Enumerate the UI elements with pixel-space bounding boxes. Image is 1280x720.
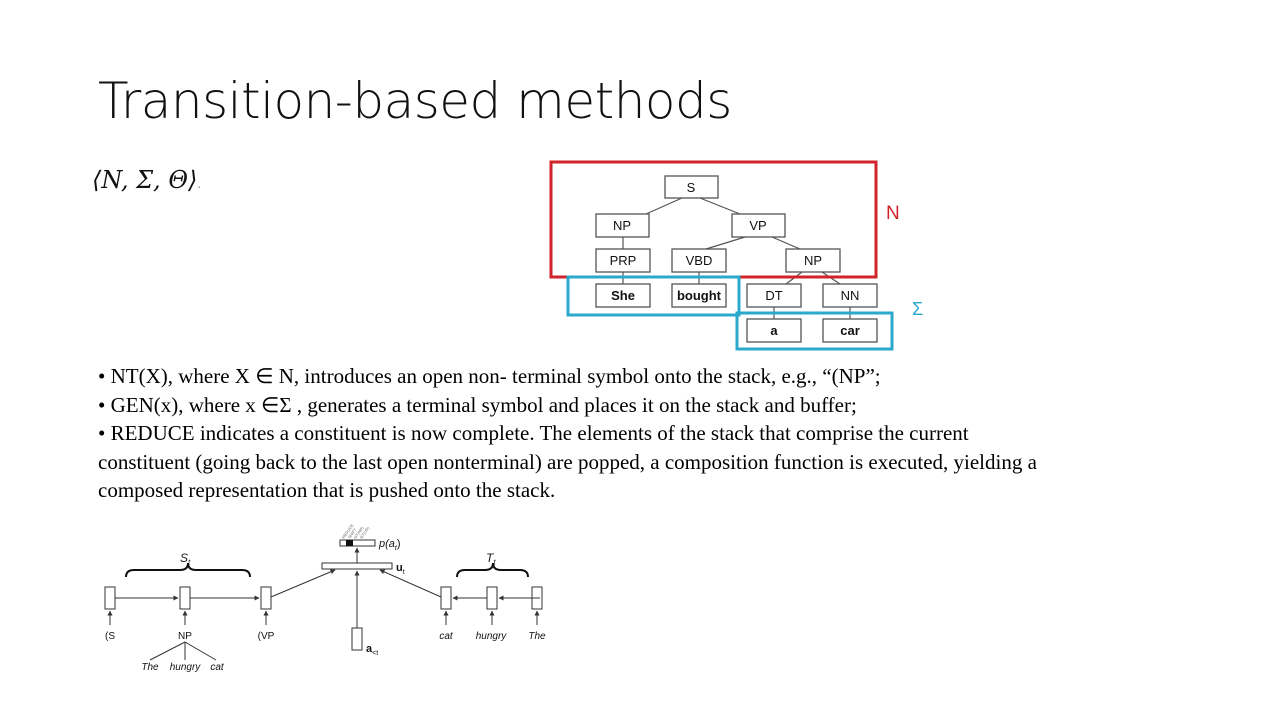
- terminal-highlight-box-left: [566, 275, 741, 317]
- action-history-cell: [351, 627, 363, 651]
- buffer-item-the: The: [528, 631, 546, 642]
- tree-label-np2: NP: [804, 253, 822, 268]
- tree-node-np: [595, 213, 650, 238]
- terminal-highlight-box-right: [735, 311, 894, 351]
- stack-cell-2: [179, 586, 191, 610]
- hidden-state-bar: [321, 562, 393, 570]
- stack-label: St: [180, 551, 191, 567]
- stack-item-np: NP: [178, 631, 192, 642]
- bullet-nt: • NT(X), where X ∈ N, introduces an open…: [98, 364, 881, 388]
- buffer-label: Tt: [486, 551, 496, 567]
- tree-label-vbd: VBD: [686, 253, 713, 268]
- architecture-figure: St Tt (S NP (VP The: [104, 523, 546, 673]
- tree-node-vp: [731, 213, 786, 238]
- parse-tree-figure: S NP VP PRP VBD NP She bought DT NN a ca…: [549, 160, 894, 351]
- buffer-item-hungry: hungry: [476, 631, 508, 642]
- tree-node-she: [595, 283, 651, 308]
- grammar-tuple-text: ⟨N, Σ, Θ⟩: [92, 166, 198, 194]
- nonterminal-set-label: N: [886, 203, 900, 224]
- stack-item-vp: (VP: [258, 631, 275, 642]
- stack-cell-3: [260, 586, 272, 610]
- tree-node-prp: [595, 248, 651, 273]
- tree-node-np2: [785, 248, 841, 273]
- tree-label-bought: bought: [677, 288, 722, 303]
- tree-node-bought: [671, 283, 727, 308]
- action-word-2: SHIFT: [347, 527, 358, 540]
- tree-label-nn: NN: [841, 288, 860, 303]
- output-label: p(at): [378, 538, 401, 552]
- tree-label-car: car: [840, 323, 860, 338]
- hidden-state-label: ut: [396, 562, 405, 576]
- tree-node-nn: [822, 283, 878, 308]
- tree-node-s: [664, 175, 719, 199]
- action-history-label: a<t: [366, 643, 378, 657]
- tree-label-prp: PRP: [610, 253, 637, 268]
- action-descriptions: • NT(X), where X ∈ N, introduces an open…: [98, 362, 1058, 505]
- np-child-cat: cat: [210, 662, 225, 673]
- stack-brace: [125, 562, 251, 578]
- buffer-item-cat: cat: [439, 631, 454, 642]
- tree-node-a: [746, 318, 802, 343]
- tree-label-dt: DT: [765, 288, 782, 303]
- stack-cell-1: [104, 586, 116, 610]
- bullet-reduce: • REDUCE indicates a constituent is now …: [98, 421, 1037, 502]
- tree-label-s: S: [687, 180, 696, 195]
- tree-label-a: a: [770, 323, 778, 338]
- buffer-brace: [456, 562, 529, 578]
- buffer-cell-2: [486, 586, 498, 610]
- grammar-tuple: ⟨N, Σ, Θ⟩.: [92, 166, 201, 194]
- tree-label-she: She: [611, 288, 635, 303]
- tree-label-np: NP: [613, 218, 631, 233]
- np-child-the: The: [141, 662, 159, 673]
- grammar-tuple-dot: .: [197, 177, 202, 191]
- stack-item-s: (S: [105, 631, 115, 642]
- output-highlight: [346, 540, 353, 546]
- tree-label-vp: VP: [749, 218, 766, 233]
- np-child-hungry: hungry: [170, 662, 202, 673]
- tree-node-dt: [746, 283, 802, 308]
- bullet-gen: • GEN(x), where x ∈Σ , generates a termi…: [98, 392, 857, 417]
- output-distribution-bar: [339, 539, 376, 547]
- slide-title: Transition-based methods: [98, 72, 732, 130]
- terminal-set-label: Σ: [912, 299, 924, 319]
- tree-node-vbd: [671, 248, 727, 273]
- buffer-cell-1: [440, 586, 452, 610]
- tree-node-car: [822, 318, 878, 343]
